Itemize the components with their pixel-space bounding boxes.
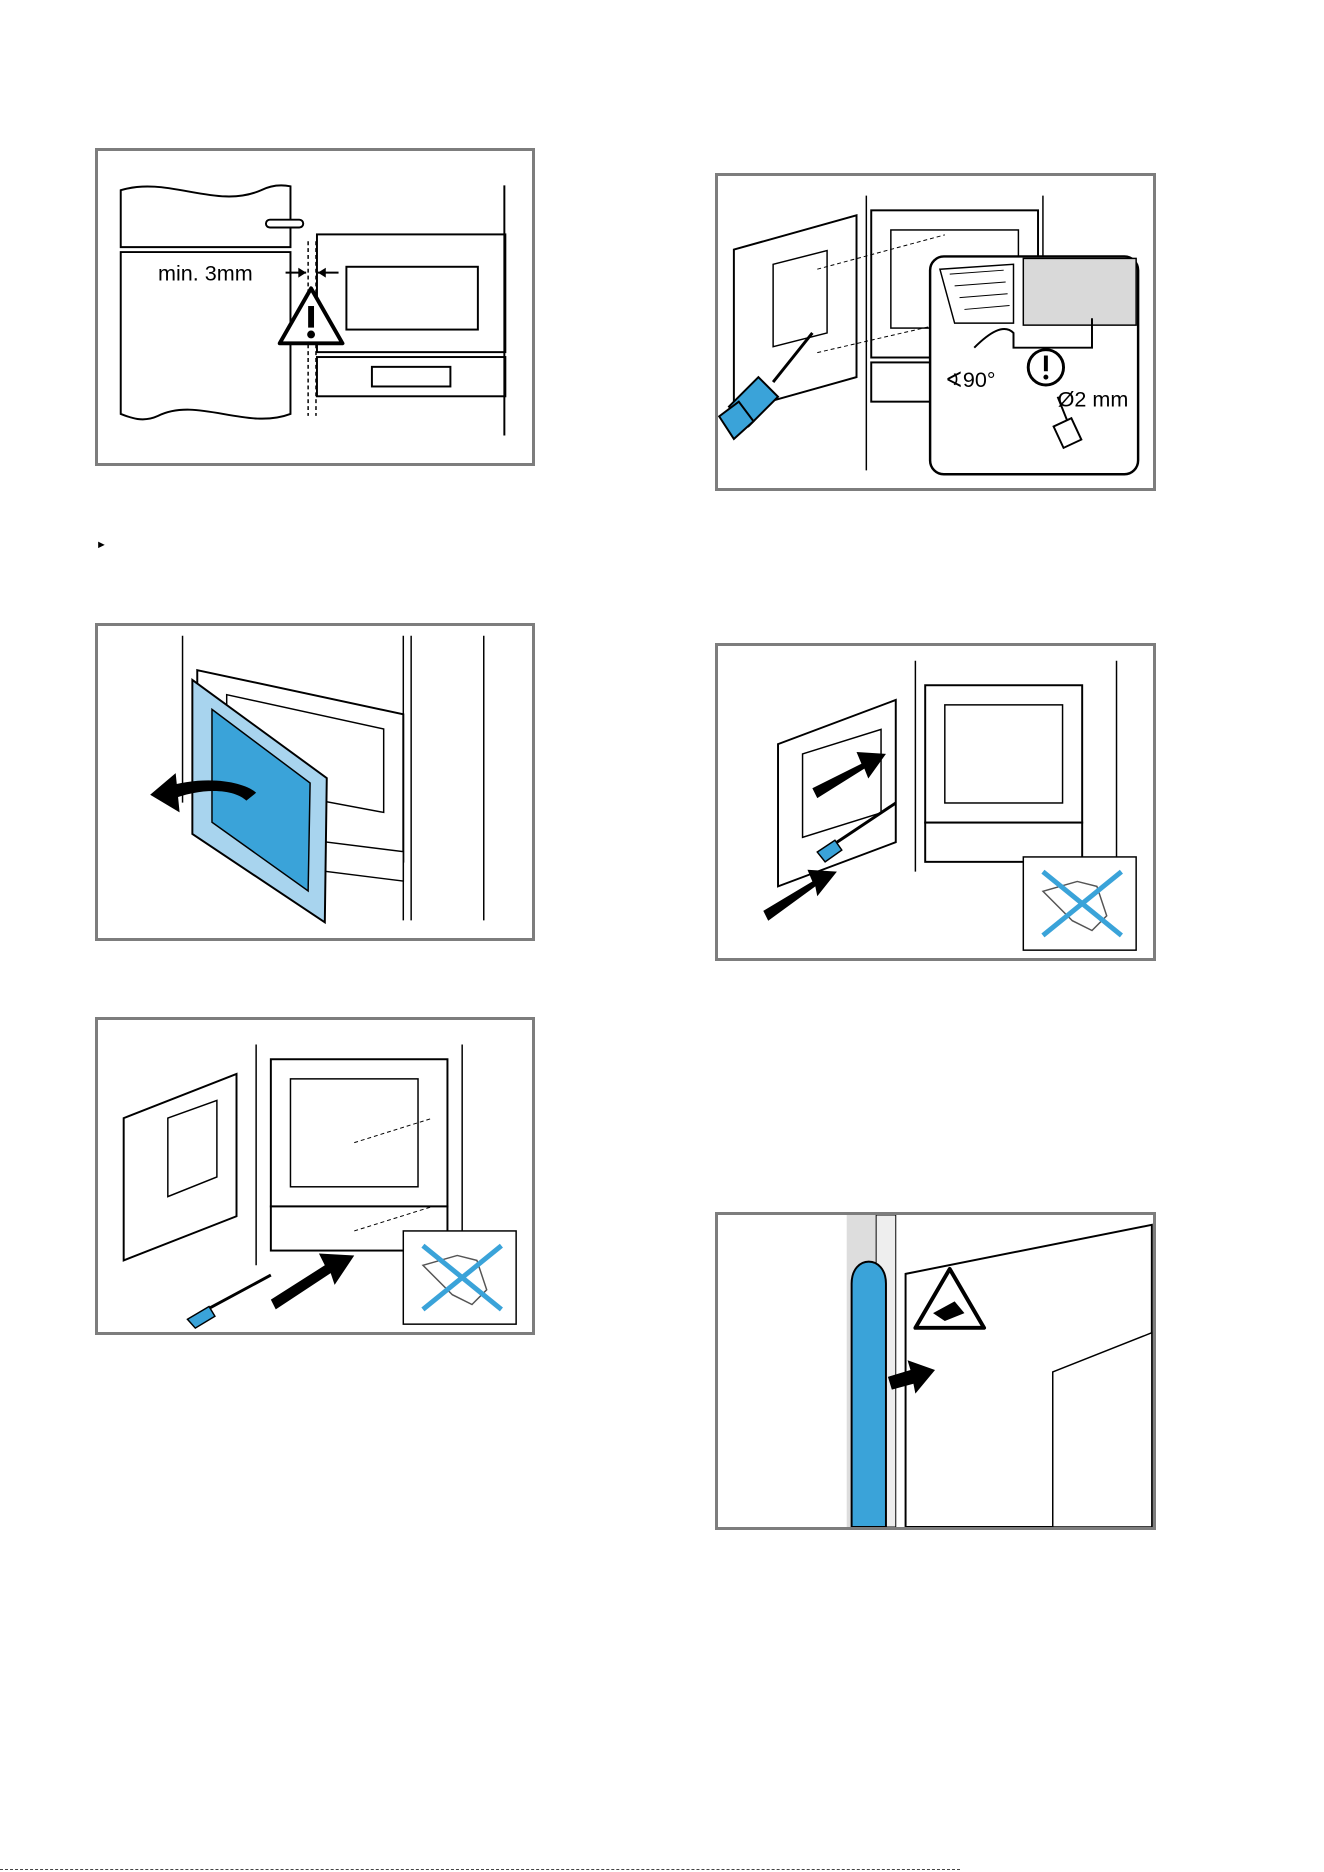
figure-min-gap-drawing: min. 3mm — [98, 151, 532, 463]
figure-drill-detail-drawing: ∢90° Ø2 mm — [718, 176, 1153, 488]
figure-seal-strip — [715, 1212, 1156, 1530]
figure-open-door-drawing — [98, 626, 532, 938]
bullet-marker: ► — [96, 539, 107, 551]
figure-open-door — [95, 623, 535, 941]
no-drill-icon — [403, 1231, 516, 1324]
exclamation-circle-icon — [1028, 350, 1063, 385]
figure-drill-detail: ∢90° Ø2 mm — [715, 173, 1156, 491]
figure-screw-door — [715, 643, 1156, 961]
angle-label: ∢90° — [945, 367, 996, 392]
figure-min-gap: min. 3mm — [95, 148, 535, 466]
page-footer-rule — [0, 1869, 960, 1871]
screwdriver-icon — [187, 1275, 270, 1328]
push-arrow-icon — [271, 1254, 354, 1310]
figure-screw-cabinet-drawing — [98, 1020, 532, 1332]
min-gap-label: min. 3mm — [158, 261, 253, 286]
no-drill-icon — [1023, 857, 1136, 950]
figure-seal-strip-drawing — [718, 1215, 1153, 1527]
figure-screw-door-drawing — [718, 646, 1153, 958]
figure-screw-cabinet — [95, 1017, 535, 1335]
diameter-label: Ø2 mm — [1058, 387, 1129, 412]
